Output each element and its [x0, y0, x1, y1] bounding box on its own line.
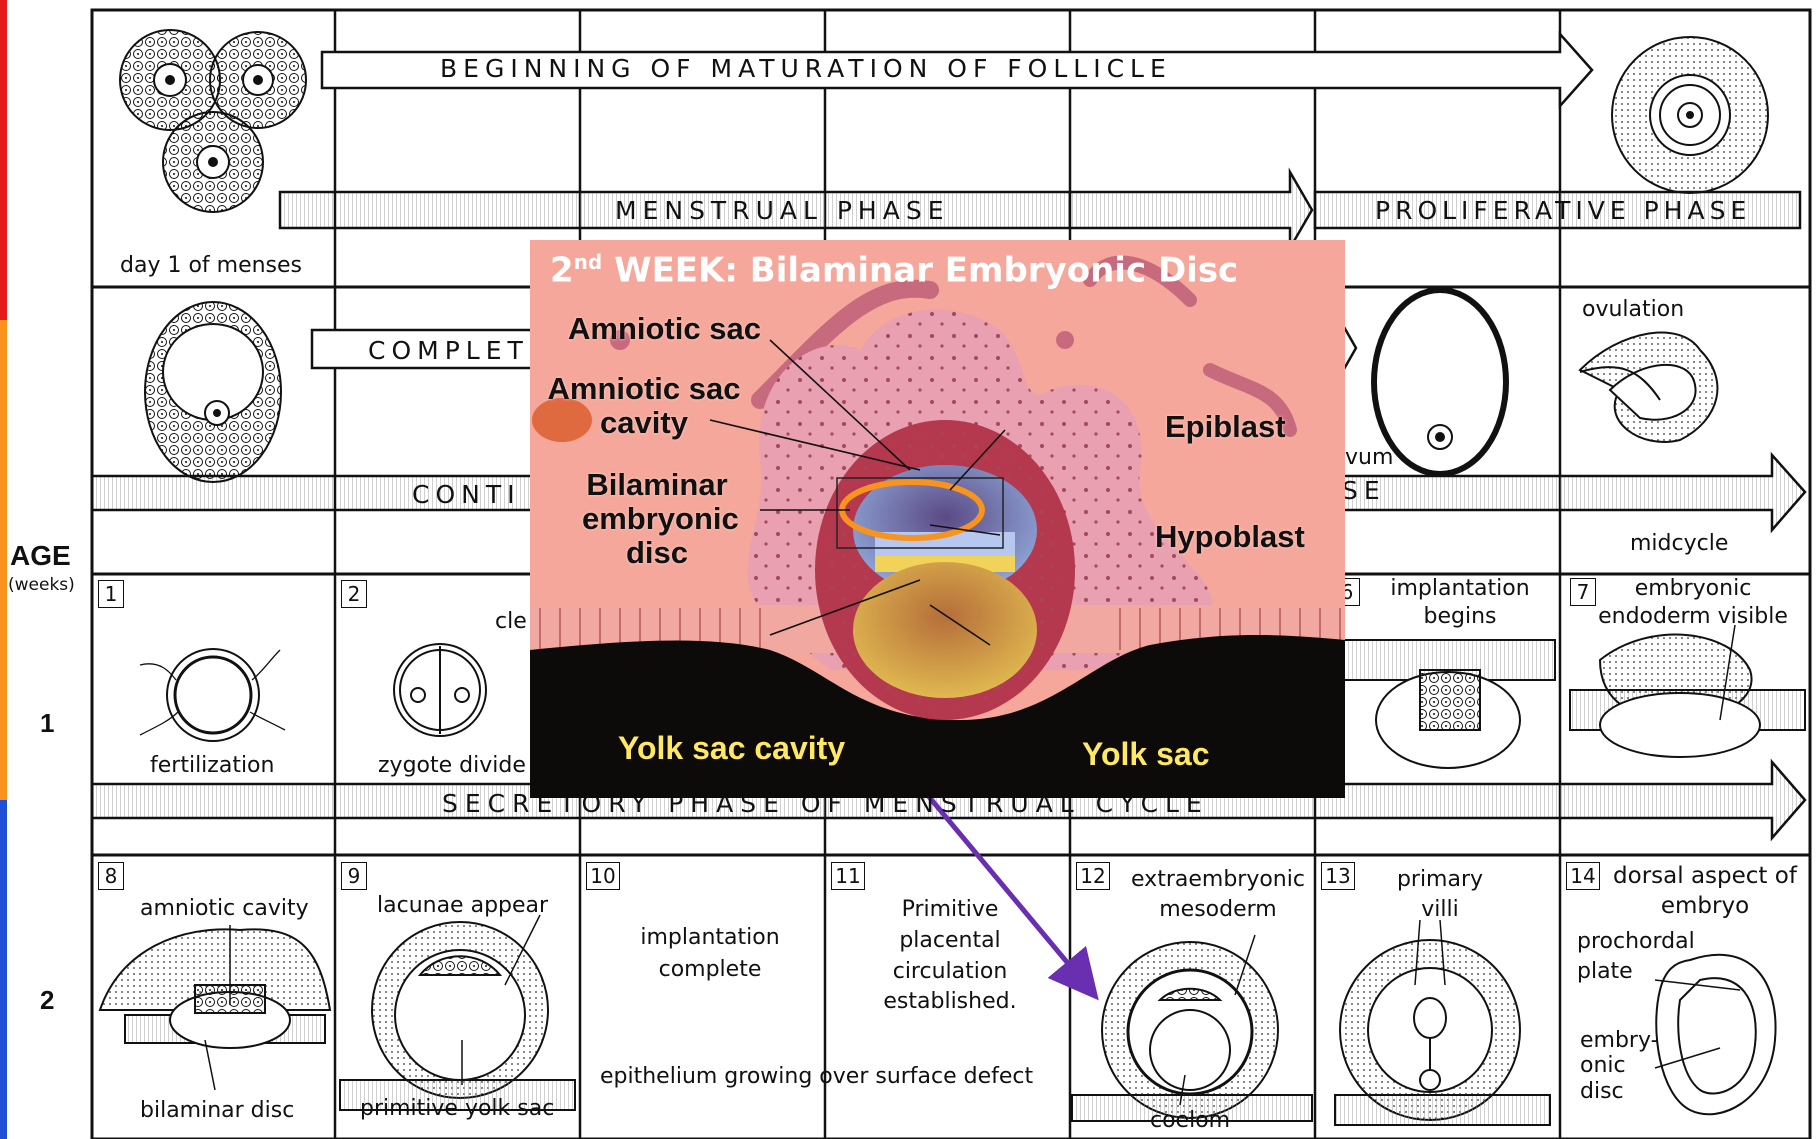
continue-arrow-label-end: SE [1342, 476, 1386, 505]
cell-number: 12 [1076, 862, 1110, 890]
implantation-begins-label: implantation begins [1380, 575, 1540, 630]
prochordal-plate-label: prochordal plate [1577, 927, 1707, 986]
ovum-label: vum [1345, 444, 1393, 472]
age-unit: (weeks) [8, 575, 75, 596]
overlay-title: 2nd WEEK: Bilaminar Embryonic Disc [550, 250, 1238, 290]
complete-arrow-label: COMPLET [368, 336, 529, 365]
midcycle-label: midcycle [1630, 530, 1728, 558]
primitive-yolk-sac-label: primitive yolk sac [360, 1095, 554, 1123]
hypoblast-label: Hypoblast [1155, 520, 1305, 554]
proliferative-arrow-label: PROLIFERATIVE PHASE [1375, 196, 1751, 225]
embryonic-disc-label: embry- onic disc [1580, 1028, 1660, 1104]
amniotic-sac-label: Amniotic sac [568, 312, 761, 346]
primary-villi-label: primary villi [1380, 865, 1500, 924]
amniotic-sac-cavity-label: Amniotic sac cavity [544, 372, 744, 440]
cell-number: 2 [341, 580, 367, 608]
cell-number: 14 [1566, 862, 1600, 890]
week-1-label: 1 [40, 708, 54, 739]
amniotic-cavity-label: amniotic cavity [140, 895, 309, 923]
bilaminar-disc-label: bilaminar disc [140, 1097, 294, 1125]
bilaminar-disc-illustration: 2nd WEEK: Bilaminar Embryonic Disc Amnio… [530, 240, 1345, 798]
cleavage-label: cle [495, 608, 527, 636]
cell-number: 10 [586, 862, 620, 890]
week-2-label: 2 [40, 985, 54, 1016]
endoderm-label: embryonic endoderm visible [1580, 575, 1806, 630]
cell-number: 9 [341, 862, 367, 890]
placental-circulation-label: Primitive placental circulation establis… [860, 895, 1040, 1018]
lacunae-label: lacunae appear [377, 892, 548, 920]
epiblast-label: Epiblast [1165, 410, 1286, 444]
day-label: day 1 of menses [120, 252, 302, 280]
epithelium-label: epithelium growing over surface defect [600, 1063, 1033, 1091]
zygote-label: zygote divide [378, 752, 526, 780]
cell-number: 8 [98, 862, 124, 890]
follicle-arrow-label: BEGINNING OF MATURATION OF FOLLICLE [440, 54, 1172, 83]
age-title: AGE [10, 540, 71, 572]
yolk-sac-label: Yolk sac [1082, 736, 1209, 773]
continue-arrow-label: CONTI [412, 480, 520, 509]
implantation-complete-label: implantation complete [620, 922, 800, 986]
coelom-label: coelom [1150, 1107, 1230, 1135]
yolk-sac-cavity-label: Yolk sac cavity [618, 730, 845, 767]
ovulation-label: ovulation [1582, 296, 1684, 324]
extraembryonic-mesoderm-label: extraembryonic mesoderm [1118, 865, 1318, 924]
fertilization-label: fertilization [150, 752, 274, 780]
menstrual-arrow-label: MENSTRUAL PHASE [615, 196, 950, 225]
dorsal-aspect-label: dorsal aspect of embryo [1605, 862, 1805, 922]
cell-number: 11 [831, 862, 865, 890]
cell-number: 13 [1321, 862, 1355, 890]
bilaminar-embryonic-disc-label: Bilaminar embryonic disc [582, 468, 732, 570]
cell-number: 1 [98, 580, 124, 608]
